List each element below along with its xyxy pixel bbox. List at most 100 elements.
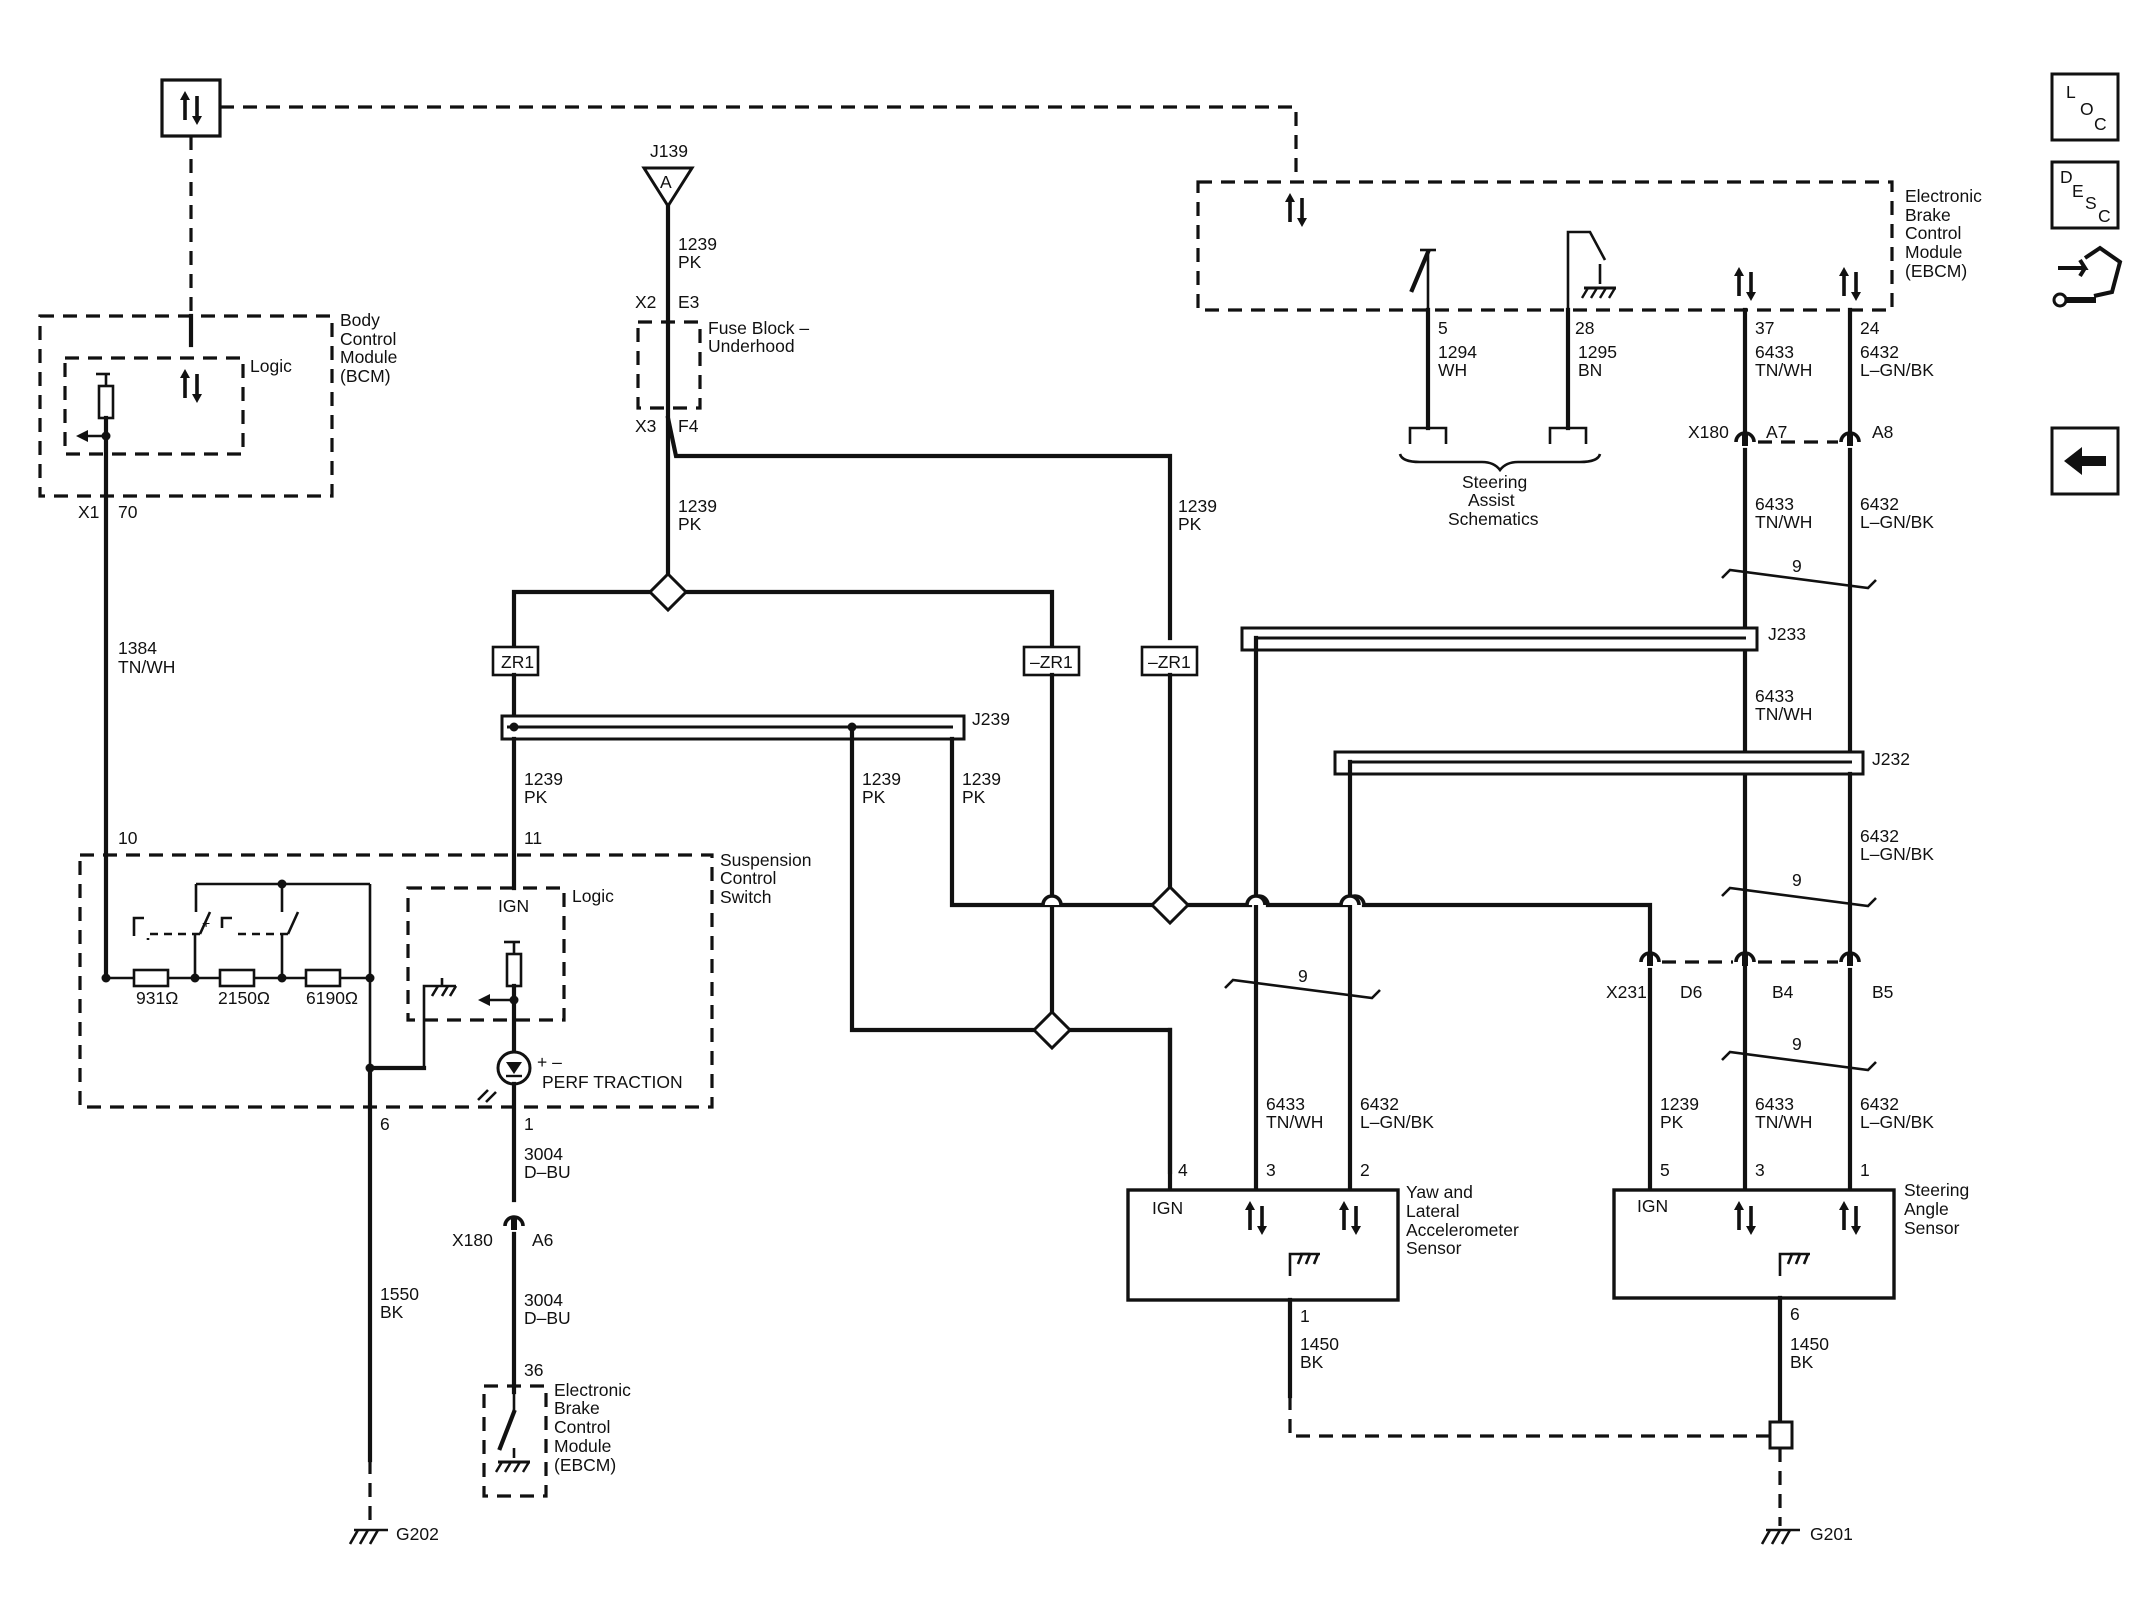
- svg-text:9: 9: [1298, 966, 1308, 986]
- svg-text:Steering: Steering: [1462, 472, 1527, 492]
- svg-text:Assist: Assist: [1468, 490, 1515, 510]
- not-zr1-tag-2: –ZR1: [1140, 645, 1199, 677]
- twisted-pair-1: 9: [1721, 556, 1877, 590]
- desc-letter-e: E: [2072, 181, 2084, 201]
- svg-text:TN/WH: TN/WH: [118, 657, 175, 677]
- b4-label: B4: [1772, 982, 1794, 1002]
- j139-connector: A: [641, 166, 695, 209]
- g201-label: G201: [1810, 1524, 1853, 1544]
- svg-text:TN/WH: TN/WH: [1755, 704, 1812, 724]
- svg-text:1295: 1295: [1578, 342, 1617, 362]
- loc-button[interactable]: L O C: [2050, 72, 2120, 142]
- zr1-tag: ZR1: [491, 645, 540, 677]
- x1-pin-label: 70: [118, 502, 138, 522]
- svg-text:IGN: IGN: [1637, 1196, 1668, 1216]
- svg-text:1239: 1239: [862, 769, 901, 789]
- svg-text:9: 9: [1792, 870, 1802, 890]
- svg-text:6433: 6433: [1755, 342, 1794, 362]
- svg-text:Accelerometer: Accelerometer: [1406, 1220, 1519, 1240]
- svg-text:6432: 6432: [1860, 1094, 1899, 1114]
- wire-6433-top-label: 6433 TN/WH: [1755, 342, 1812, 380]
- yaw-sensor-module: IGN: [1126, 1188, 1400, 1302]
- svg-text:–ZR1: –ZR1: [1148, 652, 1191, 672]
- svg-text:A: A: [660, 172, 672, 192]
- d6-label: D6: [1680, 982, 1702, 1002]
- svg-text:Control: Control: [720, 868, 776, 888]
- svg-text:Suspension: Suspension: [720, 850, 811, 870]
- switch-logic-box: [406, 886, 566, 1022]
- desc-letter-c: C: [2098, 206, 2111, 226]
- svg-text:Angle: Angle: [1904, 1199, 1949, 1219]
- ebcm-pin-5: 5: [1438, 318, 1448, 338]
- bcm-title: Body Control Module (BCM): [340, 310, 397, 386]
- svg-text:–ZR1: –ZR1: [1030, 652, 1073, 672]
- svg-text:BK: BK: [1300, 1352, 1324, 1372]
- svg-text:Module: Module: [1905, 242, 1962, 262]
- j233-label: J233: [1768, 624, 1806, 644]
- component-locator-icon[interactable]: [2052, 245, 2123, 308]
- ebcm-top-ground-switch: [1566, 230, 1618, 310]
- wire-6432-yaw-label: 6432 L–GN/BK: [1360, 1094, 1434, 1132]
- svg-text:1239: 1239: [1178, 496, 1217, 516]
- yaw-pin-4: 4: [1178, 1160, 1188, 1180]
- switch-pin-10: 10: [118, 828, 138, 848]
- wire-1450-yaw-label: 1450 BK: [1300, 1334, 1339, 1372]
- wire-1450-sas-label: 1450 BK: [1790, 1334, 1829, 1372]
- svg-text:Module: Module: [554, 1436, 611, 1456]
- steering-angle-title: Steering Angle Sensor: [1904, 1180, 1969, 1238]
- wire-1295-label: 1295 BN: [1578, 342, 1617, 380]
- ebcm-pin-24: 24: [1860, 318, 1880, 338]
- switch-ign-label: IGN: [498, 896, 529, 916]
- svg-text:1384: 1384: [118, 638, 157, 658]
- fuse-block-title: Fuse Block – Underhood: [708, 318, 809, 356]
- svg-text:9: 9: [1792, 556, 1802, 576]
- switch-pin-6: 6: [380, 1114, 390, 1134]
- svg-text:L–GN/BK: L–GN/BK: [1360, 1112, 1434, 1132]
- wire-6432-mid-label: 6432 L–GN/BK: [1860, 494, 1934, 532]
- svg-text:1239: 1239: [678, 234, 717, 254]
- serial-data-link-dashed: [220, 105, 1298, 182]
- wire-6433-yaw-label: 6433 TN/WH: [1266, 1094, 1323, 1132]
- x3-label: X3: [635, 416, 656, 436]
- svg-text:BK: BK: [1790, 1352, 1814, 1372]
- yaw-ground-dashed: [1288, 1396, 1776, 1438]
- svg-text:(EBCM): (EBCM): [554, 1455, 616, 1475]
- wire-1239-mid-label: 1239 PK: [678, 496, 717, 534]
- wire-1239-j239-label-1: 1239 PK: [862, 769, 901, 807]
- svg-text:1239: 1239: [678, 496, 717, 516]
- wire-1239-j239-label-2: 1239 PK: [962, 769, 1001, 807]
- svg-text:Control: Control: [340, 329, 396, 349]
- svg-text:ZR1: ZR1: [501, 652, 534, 672]
- wire-1239-branch: [665, 415, 1173, 641]
- wire-1239-sas-label: 1239 PK: [1660, 1094, 1699, 1132]
- b5-label: B5: [1872, 982, 1893, 1002]
- twisted-pair-yaw: 9: [1224, 966, 1381, 1000]
- svg-text:3004: 3004: [524, 1290, 563, 1310]
- loc-letter-c: C: [2094, 114, 2107, 134]
- back-button[interactable]: [2050, 426, 2120, 496]
- perf-traction-led: [477, 1050, 532, 1103]
- svg-text:6432: 6432: [1860, 826, 1899, 846]
- svg-text:Control: Control: [1905, 223, 1961, 243]
- svg-text:PK: PK: [862, 787, 886, 807]
- bcm-logic-label: Logic: [250, 356, 292, 376]
- perf-polarity-label: + –: [537, 1052, 562, 1072]
- x231-label: X231: [1606, 982, 1647, 1002]
- wire-6433-j233-label: 6433 TN/WH: [1755, 686, 1812, 724]
- ebcm-pin-28: 28: [1575, 318, 1594, 338]
- switch-pin-11: 11: [524, 828, 542, 848]
- svg-text:1550: 1550: [380, 1284, 419, 1304]
- serial-data-icon: [160, 78, 222, 138]
- svg-text:PK: PK: [1660, 1112, 1684, 1132]
- fuse-block-box: [636, 320, 702, 410]
- svg-text:1239: 1239: [1660, 1094, 1699, 1114]
- svg-text:6432: 6432: [1360, 1094, 1399, 1114]
- svg-text:Module: Module: [340, 347, 397, 367]
- steering-assist-label: Steering Assist Schematics: [1448, 472, 1539, 529]
- svg-text:Electronic: Electronic: [554, 1380, 631, 1400]
- svg-text:(BCM): (BCM): [340, 366, 391, 386]
- sas-pin-3: 3: [1755, 1160, 1765, 1180]
- a6-label: A6: [532, 1230, 553, 1250]
- desc-button[interactable]: D E S C: [2050, 160, 2120, 230]
- ebcm-bottom-module: [482, 1384, 548, 1498]
